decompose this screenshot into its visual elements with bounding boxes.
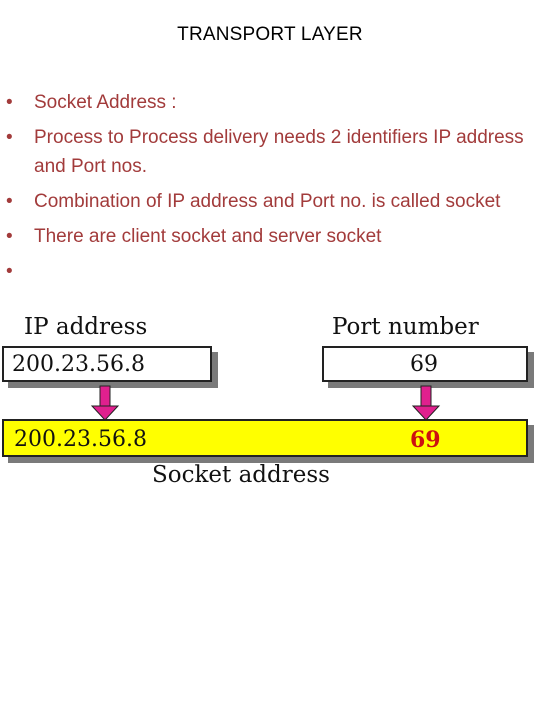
bullet-icon: • (6, 191, 13, 212)
down-arrow-icon (411, 385, 441, 421)
ip-address-value: 200.23.56.8 (12, 352, 145, 377)
down-arrow-icon (90, 385, 120, 421)
bullet-text: Socket Address : (34, 92, 177, 113)
socket-address-caption: Socket address (152, 462, 330, 488)
socket-address-diagram: IP address Port number 200.23.56.8 69 20… (0, 312, 540, 502)
port-number-box: 69 (322, 346, 528, 382)
bullet-icon: • (6, 226, 13, 247)
list-item: • Combination of IP address and Port no. … (6, 187, 526, 216)
bullet-text: Combination of IP address and Port no. i… (34, 191, 501, 212)
bullet-icon: • (6, 92, 13, 113)
socket-address-box: 200.23.56.8 69 (2, 419, 528, 457)
bullet-list: • Socket Address : • Process to Process de… (6, 88, 526, 282)
ip-address-box: 200.23.56.8 (2, 346, 212, 382)
socket-port-value: 69 (410, 427, 441, 453)
socket-ip-value: 200.23.56.8 (14, 427, 147, 452)
bullet-icon: • (6, 127, 13, 148)
ip-address-label: IP address (24, 314, 148, 340)
list-item: • There are client socket and server sock… (6, 222, 526, 251)
port-number-label: Port number (332, 314, 479, 340)
bullet-icon: • (6, 261, 13, 282)
slide-title: TRANSPORT LAYER (177, 24, 363, 45)
port-number-value: 69 (410, 352, 438, 377)
bullet-text: Process to Process delivery needs 2 iden… (34, 127, 524, 177)
bullet-text: There are client socket and server socke… (34, 226, 382, 247)
list-item: • Process to Process delivery needs 2 ide… (6, 123, 526, 181)
list-item: • Socket Address : (6, 88, 526, 117)
arrows-layer (90, 385, 441, 421)
